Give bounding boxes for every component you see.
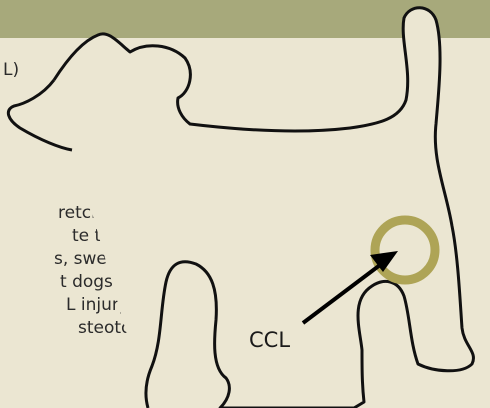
ccl-label: CCL [249, 330, 290, 351]
